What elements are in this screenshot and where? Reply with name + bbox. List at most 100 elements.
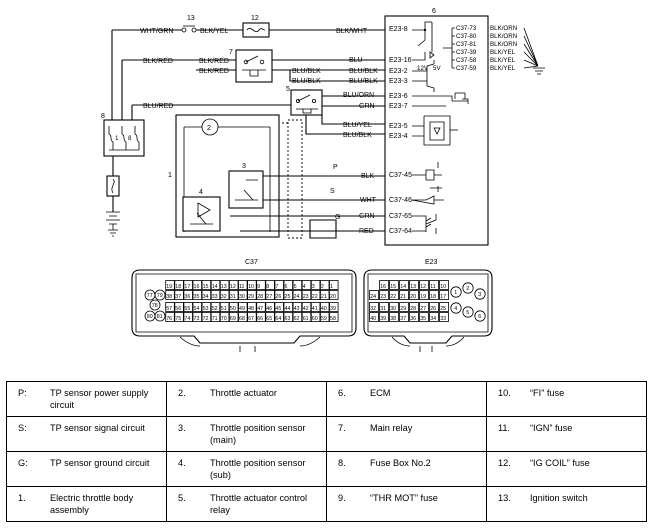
c37-pin: 32 <box>221 294 227 300</box>
legend-text: “IGN” fuse <box>526 416 647 452</box>
e23-pin: 16 <box>380 284 386 290</box>
c37-pin: 23 <box>303 294 309 300</box>
c37-pin: 14 <box>212 284 218 290</box>
voltage-5v: 5V <box>433 65 441 72</box>
e23-pin: 35 <box>420 316 426 322</box>
ig-coil-fuse-box <box>242 22 270 38</box>
ig-coil-fuse-icon <box>246 27 266 33</box>
e23-pin: 40 <box>370 316 376 322</box>
legend-key: 11. <box>486 416 526 452</box>
c37-pin: 76 <box>166 316 172 322</box>
e23-pin: 15 <box>390 284 396 290</box>
e23-pin: 14 <box>400 284 406 290</box>
pin-c37-45: C37-45 <box>389 172 412 179</box>
c37-pin: 35 <box>194 294 200 300</box>
wire-blk-red-3: BLK/RED <box>199 68 229 75</box>
c37-pin: 50 <box>230 306 236 312</box>
c37-pin: 62 <box>294 316 300 322</box>
c37-pin: 22 <box>312 294 318 300</box>
pin-e23-3: E23-3 <box>389 78 408 85</box>
ground-wire-color: BLK/ORN <box>490 25 517 32</box>
legend-key: 1. <box>6 486 46 522</box>
wire-actuator-power <box>305 115 385 135</box>
c37-pin: 9 <box>257 284 260 290</box>
c37-pin: 10 <box>248 284 254 290</box>
ig-coil-fuse-number: 12 <box>251 15 259 22</box>
c37-round-pin: 80 <box>147 314 153 320</box>
legend-text: ECM <box>366 381 487 417</box>
c37-pin: 4 <box>303 284 306 290</box>
pin-c37-65: C37-65 <box>389 213 412 220</box>
pin-e23-6: E23-6 <box>389 93 408 100</box>
c37-pin: 53 <box>203 306 209 312</box>
c37-pin: 59 <box>321 316 327 322</box>
wire-blk-wht: BLK/WHT <box>336 28 368 35</box>
e23-pin: 36 <box>410 316 416 322</box>
c37-pin: 52 <box>212 306 218 312</box>
legend-text: Fuse Box No.2 <box>366 451 487 487</box>
wire-wht-grn: WHT/GRN <box>140 28 173 35</box>
c37-pin: 73 <box>194 316 200 322</box>
c37-pin: 34 <box>203 294 209 300</box>
wire-label-g: G <box>335 214 340 221</box>
throttle-actuator-number: 2 <box>207 125 211 132</box>
ecm-ground-pins: C37-73 C37-80 C37-81 C37-39 C37-58 C37-5… <box>443 25 545 75</box>
pin-e23-4: E23-4 <box>389 133 408 140</box>
c37-pin: 42 <box>303 306 309 312</box>
e23-pin: 28 <box>410 306 416 312</box>
c37-pin: 58 <box>330 316 336 322</box>
legend-key: 4. <box>166 451 206 487</box>
legend-text: Throttle position sensor (main) <box>206 416 327 452</box>
c37-round-pin: 77 <box>147 293 153 299</box>
c37-pin: 41 <box>312 306 318 312</box>
c37-pin: 43 <box>294 306 300 312</box>
wire-main-relay-lines <box>121 59 385 120</box>
main-relay-number: 7 <box>229 49 233 56</box>
c37-pin: 64 <box>275 316 281 322</box>
legend-text: Throttle actuator control relay <box>206 486 327 522</box>
c37-pin: 55 <box>184 306 190 312</box>
c37-pin: 57 <box>166 306 172 312</box>
c37-pin: 74 <box>184 316 190 322</box>
c37-pin: 11 <box>239 284 245 290</box>
c37-pin: 75 <box>175 316 181 322</box>
c37-pin: 47 <box>257 306 263 312</box>
legend-key: 6. <box>326 381 366 417</box>
legend-text: Electric throttle body assembly <box>46 486 167 522</box>
e23-pin: 26 <box>430 306 436 312</box>
wire-blu-blk-3: BLU/BLK <box>349 68 378 75</box>
e23-pin: 13 <box>410 284 416 290</box>
pin-c37-46: C37-46 <box>389 197 412 204</box>
legend-key: S: <box>6 416 46 452</box>
pin-c37-64: C37-64 <box>389 228 412 235</box>
pin-e23-2: E23-2 <box>389 68 408 75</box>
fuse-11-label: 1 <box>115 135 119 142</box>
c37-pin: 12 <box>230 284 236 290</box>
wire-blu-red: BLU/RED <box>143 103 173 110</box>
legend-text: TP sensor power supply circuit <box>46 381 167 417</box>
c37-pin: 69 <box>230 316 236 322</box>
ecm-box <box>384 15 489 246</box>
legend-key: 3. <box>166 416 206 452</box>
wire-actuator-relay-lines <box>131 95 385 120</box>
c37-pin: 67 <box>248 316 254 322</box>
c37-pin: 51 <box>221 306 227 312</box>
e23-pin: 31 <box>380 306 386 312</box>
c37-pin: 44 <box>285 306 291 312</box>
wire-label-p: P <box>333 164 338 171</box>
c37-pin: 31 <box>230 294 236 300</box>
e23-round-pin: 6 <box>478 314 481 320</box>
e23-pin: 29 <box>400 306 406 312</box>
tp-sensor-main-number: 3 <box>242 163 246 170</box>
fi-fuse-icon <box>111 178 115 194</box>
c37-pin: 61 <box>303 316 309 322</box>
c37-pin: 6 <box>285 284 288 290</box>
pin-e23-5: E23-5 <box>389 123 408 130</box>
e23-pin: 32 <box>370 306 376 312</box>
actuator-relay-icon <box>295 94 318 114</box>
e23-round-pin: 2 <box>466 286 469 292</box>
pin-e23-16: E23-16 <box>389 57 412 64</box>
e23-pin: 25 <box>440 306 446 312</box>
